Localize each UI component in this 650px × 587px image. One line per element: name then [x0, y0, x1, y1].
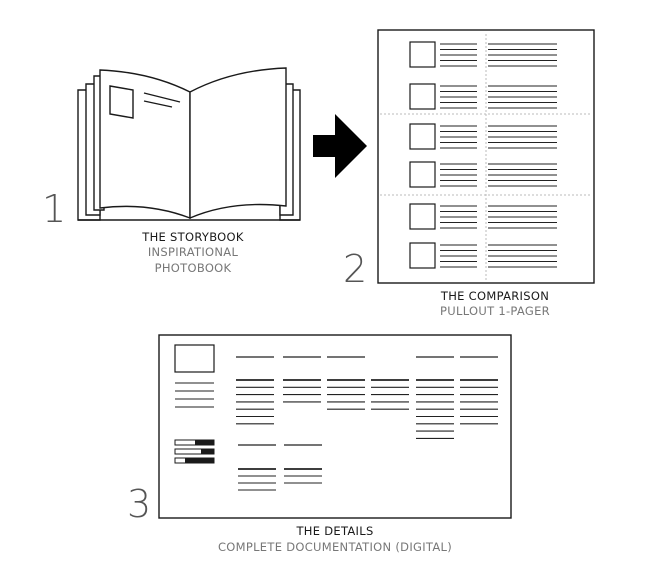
row-thumbnail — [409, 123, 436, 150]
comparison-title: THE COMPARISON — [440, 289, 549, 303]
details-number: 3 — [127, 482, 151, 526]
comparison-number: 2 — [343, 247, 367, 291]
row-thumbnail — [409, 41, 436, 68]
comparison-rows — [409, 41, 557, 269]
storybook-subtitle-line1: INSPIRATIONAL — [148, 245, 239, 259]
details-content-lines — [175, 356, 498, 491]
details-subtitle: COMPLETE DOCUMENTATION (DIGITAL) — [218, 540, 452, 554]
row-thumbnail — [409, 242, 436, 269]
storybook-title: THE STORYBOOK — [141, 230, 244, 244]
bar-widget-icon — [174, 439, 215, 464]
details-title: THE DETAILS — [295, 524, 373, 538]
row-thumbnail — [409, 83, 436, 110]
row-thumbnail — [409, 203, 436, 230]
storybook-group: 1 THE STORYBOOK INSPIRATIONAL PHOTOBOOK — [42, 67, 301, 275]
details-group: 3 THE DETAILS COMPLETE DOCUMENTATION (DI… — [127, 334, 512, 554]
storybook-number: 1 — [42, 187, 66, 231]
one-pager-document-icon — [377, 29, 595, 284]
storybook-subtitle-line2: PHOTOBOOK — [155, 261, 232, 275]
open-book-icon — [77, 67, 301, 221]
right-arrow-icon — [313, 114, 367, 178]
digital-document-icon — [158, 334, 512, 519]
comparison-subtitle: PULLOUT 1-PAGER — [440, 304, 550, 318]
comparison-group: 2 THE COMPARISON PULLOUT 1-PAGER — [343, 29, 595, 318]
row-thumbnail — [409, 161, 436, 188]
